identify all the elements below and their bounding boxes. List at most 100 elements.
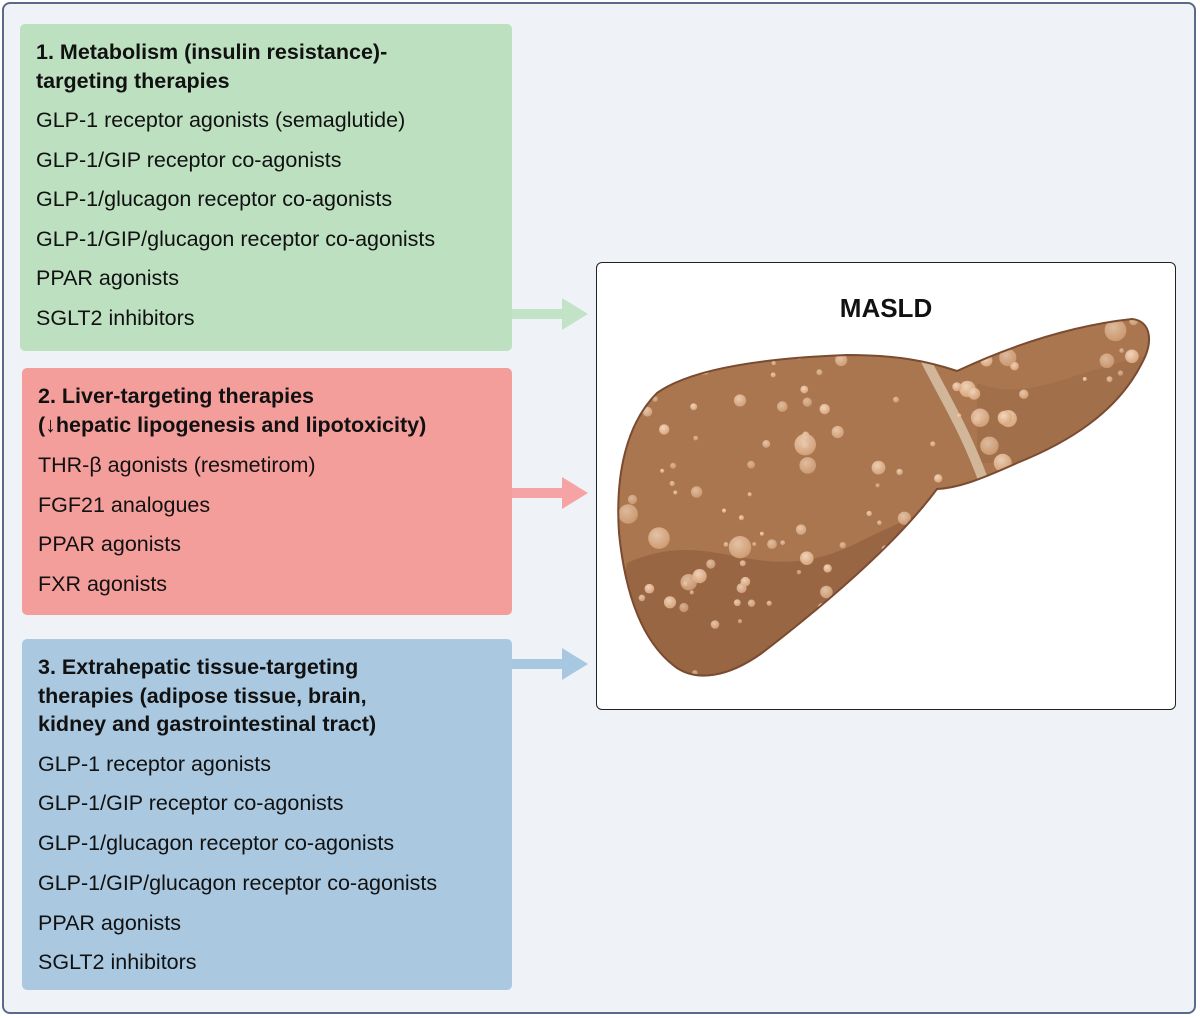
fat-droplet [1105,476,1118,489]
therapy-item: GLP-1 receptor agonists [38,751,272,776]
therapy-item: GLP-1/GIP/glucagon receptor co-agonists [38,870,438,895]
liver-therapies-box: 2. Liver-targeting therapies (↓hepatic l… [22,368,512,615]
fat-droplet [1104,319,1127,342]
fat-droplet [618,504,638,524]
fat-droplet [935,325,942,332]
fat-droplet [660,330,671,341]
fat-droplet [766,600,772,606]
fat-droplet [997,410,1013,426]
title-line: targeting therapies [36,68,230,93]
fat-droplet [1019,389,1029,399]
fat-droplet [1093,523,1098,528]
fat-droplet [970,651,975,656]
fat-droplet [690,403,698,411]
fat-droplet [673,490,678,495]
fat-droplet [816,369,823,376]
fat-droplet [670,462,677,469]
arrow-head [562,648,588,680]
extrahepatic-arrow [512,648,588,680]
metabolism-therapies-list: GLP-1 receptor agonists (semaglutide) GL… [36,101,496,339]
fat-droplet [638,594,646,602]
fat-droplet [663,596,677,609]
fat-droplet [877,333,885,341]
fat-droplet [1086,579,1092,584]
fat-droplet [1080,556,1100,576]
fat-droplet [1119,348,1124,353]
fat-droplet [699,324,724,349]
fat-droplet [706,559,716,569]
fat-droplet [896,468,903,476]
fat-droplet [853,319,875,336]
fat-droplet [875,483,880,488]
fat-droplet [1106,376,1113,383]
fat-droplet [665,364,670,369]
fat-droplet [759,665,766,672]
fat-droplet [860,631,866,637]
fat-droplet [770,662,777,668]
fat-droplet [1098,509,1108,519]
fat-droplet [659,424,670,435]
fat-droplet [980,436,999,455]
liver-therapies-list: THR-β agonists (resmetirom) FGF21 analog… [38,446,496,604]
arrow-shaft [512,488,564,498]
fat-droplet [880,339,896,355]
fat-droplet [1139,465,1149,482]
fat-droplet [1123,432,1133,441]
therapy-item: GLP-1/GIP receptor co-agonists [36,147,342,172]
fat-droplet [825,618,832,624]
arrow-head [562,477,588,509]
fat-droplet [1099,353,1115,369]
fat-droplet [1125,349,1139,364]
fat-droplet [693,435,699,441]
fat-droplet [1126,647,1145,666]
fat-droplet [773,661,780,668]
therapy-item: FGF21 analogues [38,492,211,517]
fat-droplet [817,347,824,355]
fat-droplet [897,511,911,525]
masld-panel: MASLD [596,262,1176,710]
fat-droplet [910,323,917,331]
masld-title: MASLD [839,293,933,323]
fat-droplet [770,372,776,378]
fat-droplet [903,334,909,340]
fat-droplet [627,494,638,505]
title-line: 3. Extrahepatic tissue-targeting [38,655,359,679]
fat-droplet [835,353,848,367]
fat-droplet [823,564,832,573]
therapy-item: FXR agonists [38,571,168,596]
fat-droplet [642,406,653,417]
fat-droplet [1011,586,1017,592]
liver-shape [618,319,1149,676]
therapy-item: PPAR agonists [36,266,180,291]
fat-droplet [689,590,694,595]
fat-droplet [819,403,830,415]
fat-droplet [820,585,833,599]
therapy-item: SGLT2 inhibitors [38,950,197,975]
fat-droplet [679,352,699,372]
fat-droplet [930,441,936,447]
fat-droplet [1092,514,1106,527]
fat-droplet [740,576,751,587]
fat-droplet [1063,584,1079,600]
metabolism-therapies-title: 1. Metabolism (insulin resistance)- targ… [36,38,496,95]
fat-droplet [1020,554,1026,559]
fat-droplet [940,358,948,365]
therapy-item: GLP-1/glucagon receptor co-agonists [36,187,393,212]
fat-droplet [1085,463,1097,476]
fat-droplet [752,542,757,547]
fat-droplet [1140,412,1146,418]
therapy-item: SGLT2 inhibitors [36,305,195,330]
fat-droplet [796,570,802,575]
therapy-item: GLP-1/GIP/glucagon receptor co-agonists [36,226,436,251]
fat-droplet [733,599,741,607]
fat-droplet [1085,472,1090,477]
fat-droplet [771,360,776,366]
fat-droplet [877,520,882,525]
fat-droplet [866,510,872,517]
title-line: (↓hepatic lipogenesis and lipotoxicity) [38,413,427,437]
fat-droplet [681,321,686,326]
arrow-shaft [512,309,564,319]
fat-droplet [1078,613,1090,624]
extrahepatic-therapies-list: GLP-1 receptor agonists GLP-1/GIP recept… [38,745,496,984]
fat-droplet [970,408,990,427]
